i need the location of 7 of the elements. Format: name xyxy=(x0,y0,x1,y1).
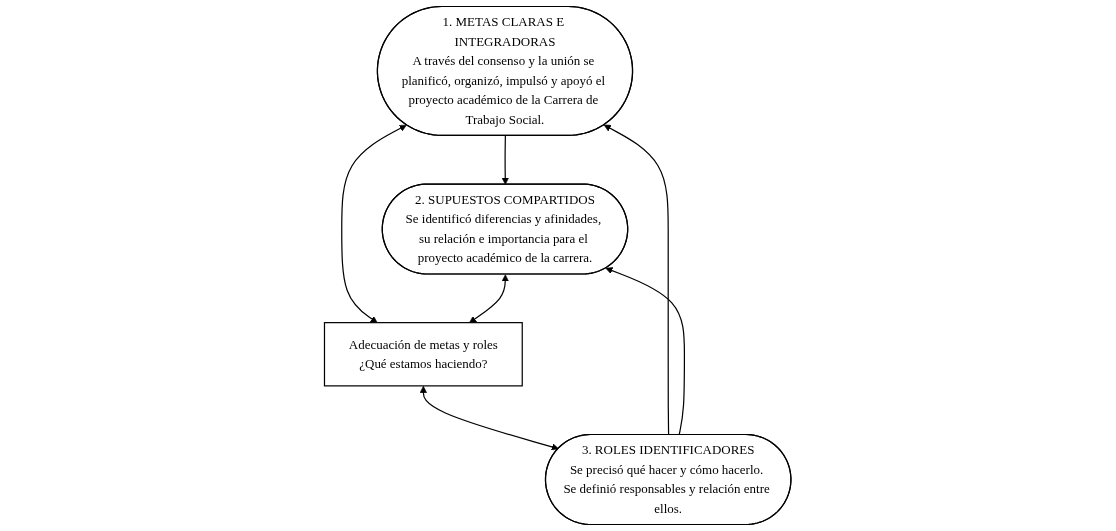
arrow xyxy=(341,124,407,323)
arrow xyxy=(420,385,560,451)
arrow xyxy=(604,124,670,436)
arrow xyxy=(502,135,510,185)
node-box: Adecuación de metas y roles ¿Qué estamos haciendo? xyxy=(324,322,524,387)
arrow xyxy=(469,274,510,323)
arrow xyxy=(605,267,686,436)
